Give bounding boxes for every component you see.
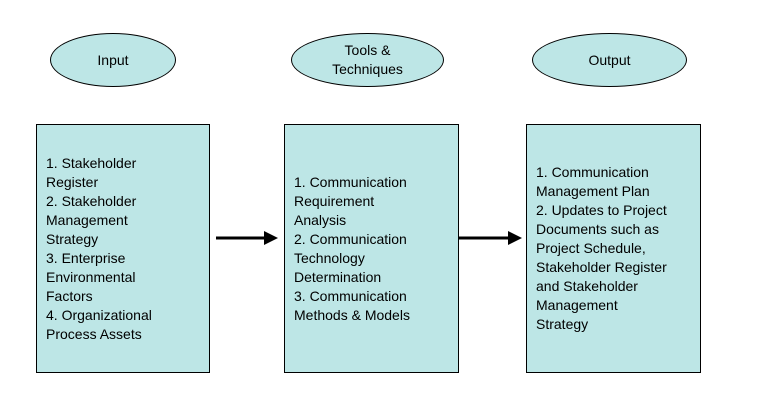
tools-to-output-arrow [459, 231, 522, 245]
tools-techniques-box-text: 1. Communication Requirement Analysis 2.… [294, 173, 410, 323]
input-to-tools-arrow [216, 231, 278, 245]
tools-techniques-ellipse: Tools & Techniques [291, 33, 444, 87]
tools-techniques-box: 1. Communication Requirement Analysis 2.… [284, 124, 459, 373]
input-ellipse: Input [50, 33, 176, 87]
input-label: Input [97, 51, 129, 68]
input-box-text: 1. Stakeholder Register 2. Stakeholder M… [46, 154, 152, 342]
output-box-text: 1. Communication Management Plan 2. Upda… [536, 164, 667, 332]
output-ellipse: Output [532, 33, 687, 87]
output-label: Output [588, 51, 631, 68]
output-box: 1. Communication Management Plan 2. Upda… [526, 124, 701, 373]
input-box: 1. Stakeholder Register 2. Stakeholder M… [36, 124, 210, 373]
tools-techniques-label: Tools & Techniques [332, 42, 403, 77]
